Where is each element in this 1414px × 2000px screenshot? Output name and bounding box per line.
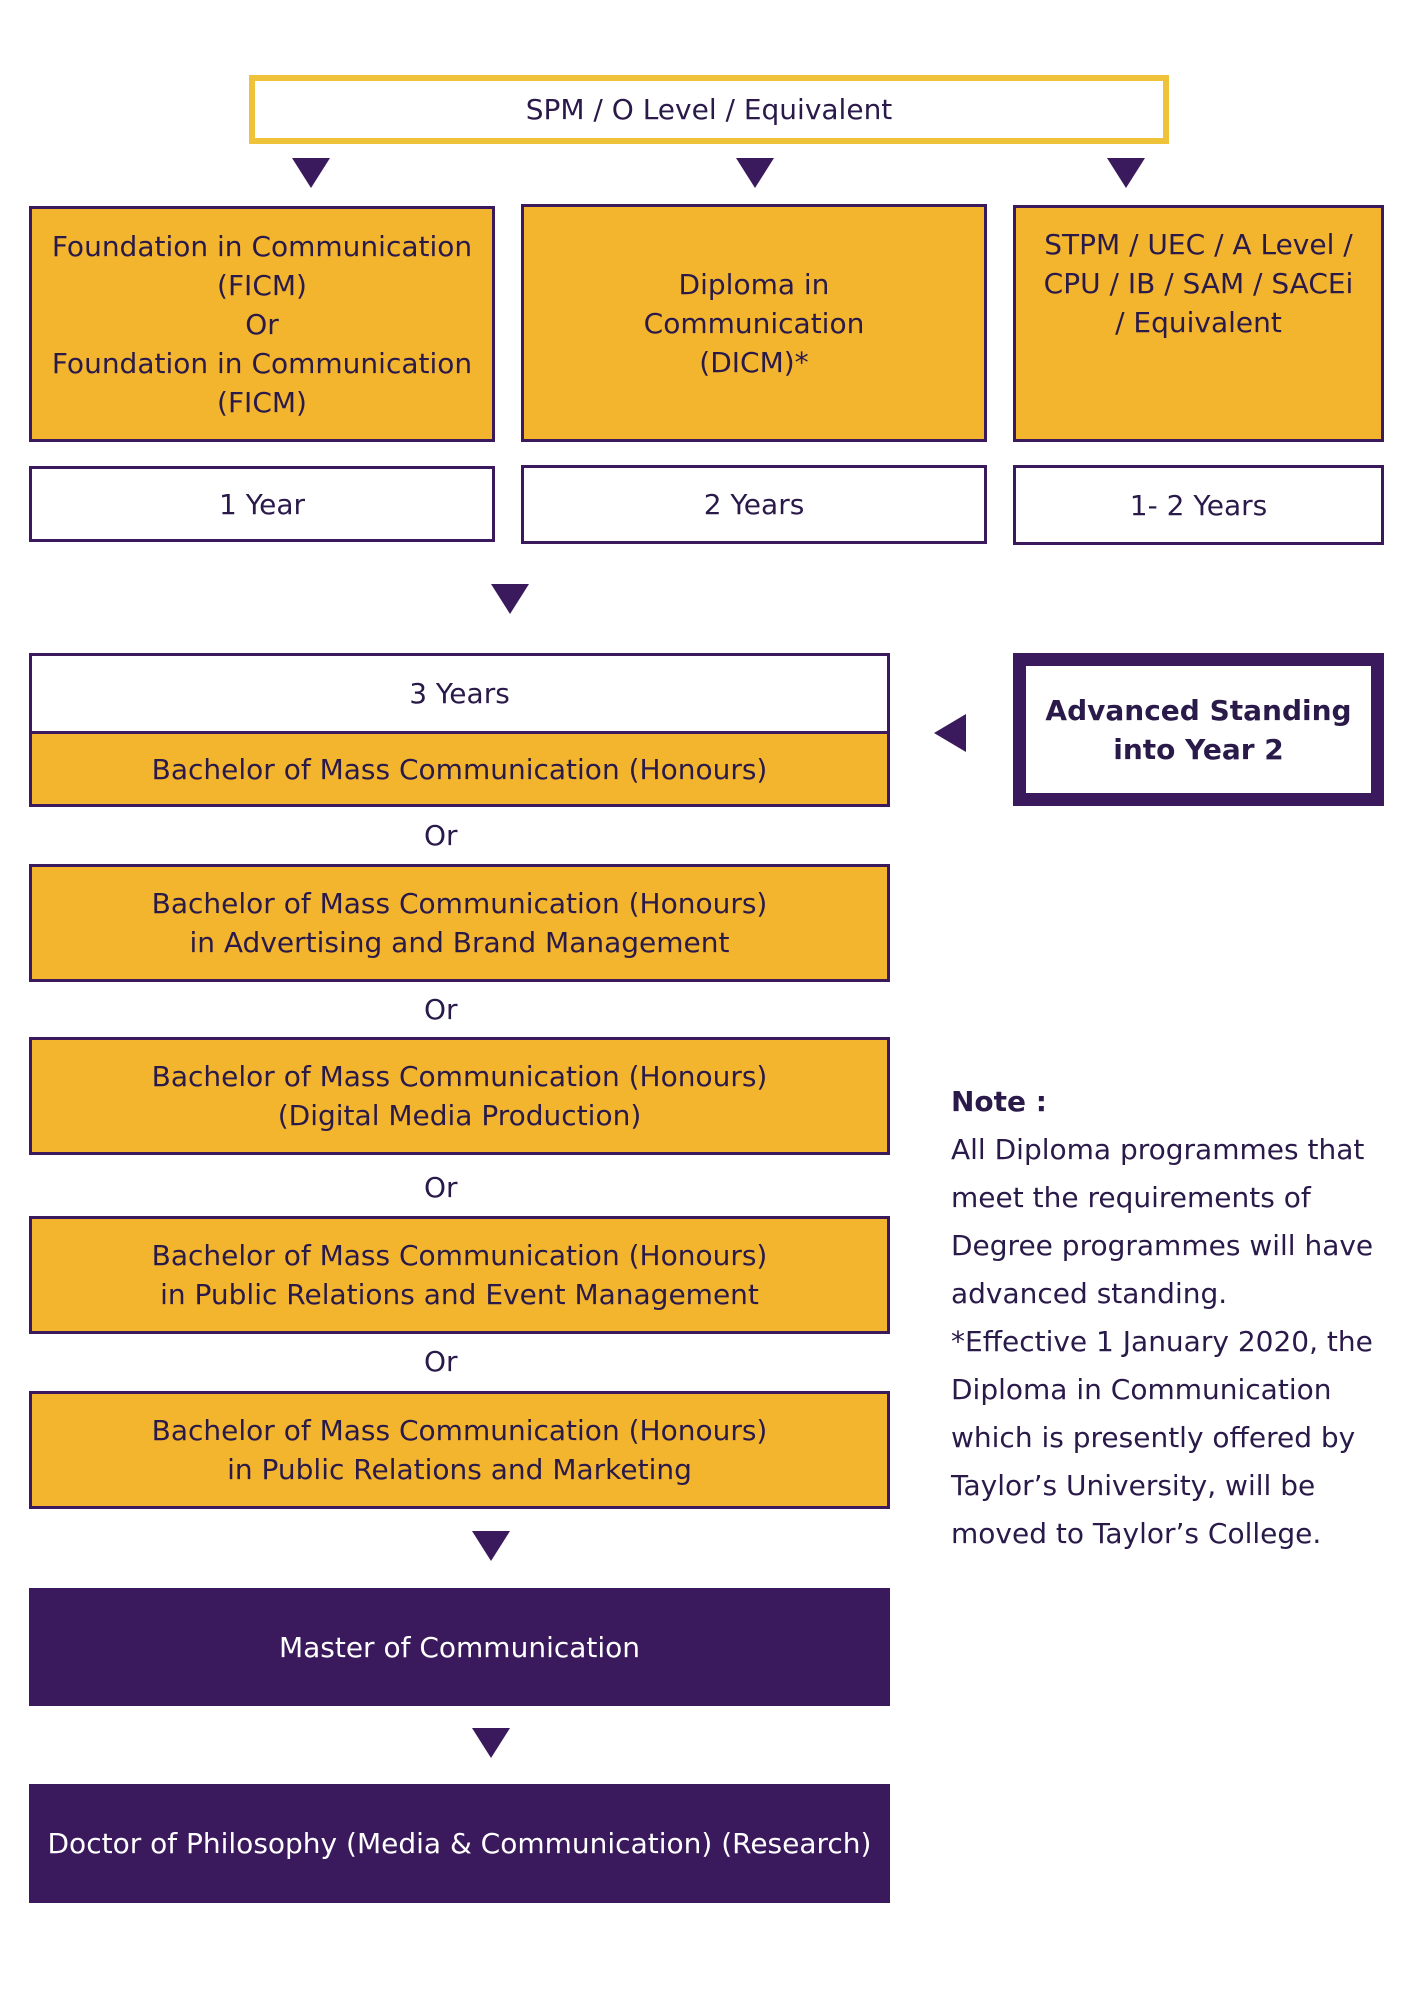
degree-option-1: Bachelor of Mass Communication (Honours) [29,731,890,807]
degree-option-label: Bachelor of Mass Communication (Honours)… [151,1239,768,1311]
degree-option-label: Bachelor of Mass Communication (Honours)… [151,1060,768,1132]
note-block: Note : All Diploma programmes that meet … [951,1078,1391,1558]
path-foundation-duration: 1 Year [29,466,495,542]
entry-box: SPM / O Level / Equivalent [249,75,1169,144]
note-heading: Note : [951,1085,1047,1118]
arrow-down-icon [736,158,774,188]
duration-label: 1- 2 Years [1129,488,1268,522]
path-programme-label: Foundation in Communication (FICM) Or Fo… [51,229,473,419]
path-preu-duration: 1- 2 Years [1013,465,1384,545]
doctor-label: Doctor of Philosophy (Media & Communicat… [47,1827,872,1860]
arrow-down-icon [472,1531,510,1561]
degree-option-label: Bachelor of Mass Communication (Honours)… [151,887,768,959]
master-box: Master of Communication [29,1588,890,1706]
doctor-box: Doctor of Philosophy (Media & Communicat… [29,1784,890,1903]
or-label: Or [424,1171,458,1204]
arrow-down-icon [491,584,529,614]
note-body: All Diploma programmes that meet the req… [951,1133,1374,1550]
arrow-left-icon [934,714,966,752]
degree-duration-box: 3 Years [29,653,890,734]
path-foundation-box: Foundation in Communication (FICM) Or Fo… [29,206,495,442]
path-diploma-duration: 2 Years [521,465,987,544]
degree-option-5: Bachelor of Mass Communication (Honours)… [29,1391,890,1509]
or-label: Or [424,993,458,1026]
degree-option-label: Bachelor of Mass Communication (Honours)… [151,1414,768,1486]
path-programme-label: Diploma in Communication (DICM)* [643,267,865,379]
master-label: Master of Communication [278,1630,641,1664]
advanced-standing-label: Advanced Standing into Year 2 [1045,693,1352,766]
advanced-standing-box: Advanced Standing into Year 2 [1013,653,1384,806]
or-label: Or [424,1345,458,1378]
path-preu-box: STPM / UEC / A Level / CPU / IB / SAM / … [1013,205,1384,442]
arrow-down-icon [1107,158,1145,188]
arrow-down-icon [292,158,330,188]
duration-label: 2 Years [703,488,805,521]
degree-option-3: Bachelor of Mass Communication (Honours)… [29,1037,890,1155]
degree-option-label: Bachelor of Mass Communication (Honours) [151,752,768,786]
degree-option-2: Bachelor of Mass Communication (Honours)… [29,864,890,982]
degree-option-4: Bachelor of Mass Communication (Honours)… [29,1216,890,1334]
arrow-down-icon [472,1728,510,1758]
path-diploma-box: Diploma in Communication (DICM)* [521,204,987,442]
or-label: Or [424,819,458,852]
duration-label: 1 Year [219,487,305,521]
path-programme-label: STPM / UEC / A Level / CPU / IB / SAM / … [1043,228,1354,339]
entry-label: SPM / O Level / Equivalent [525,93,893,126]
degree-duration-label: 3 Years [409,677,510,710]
